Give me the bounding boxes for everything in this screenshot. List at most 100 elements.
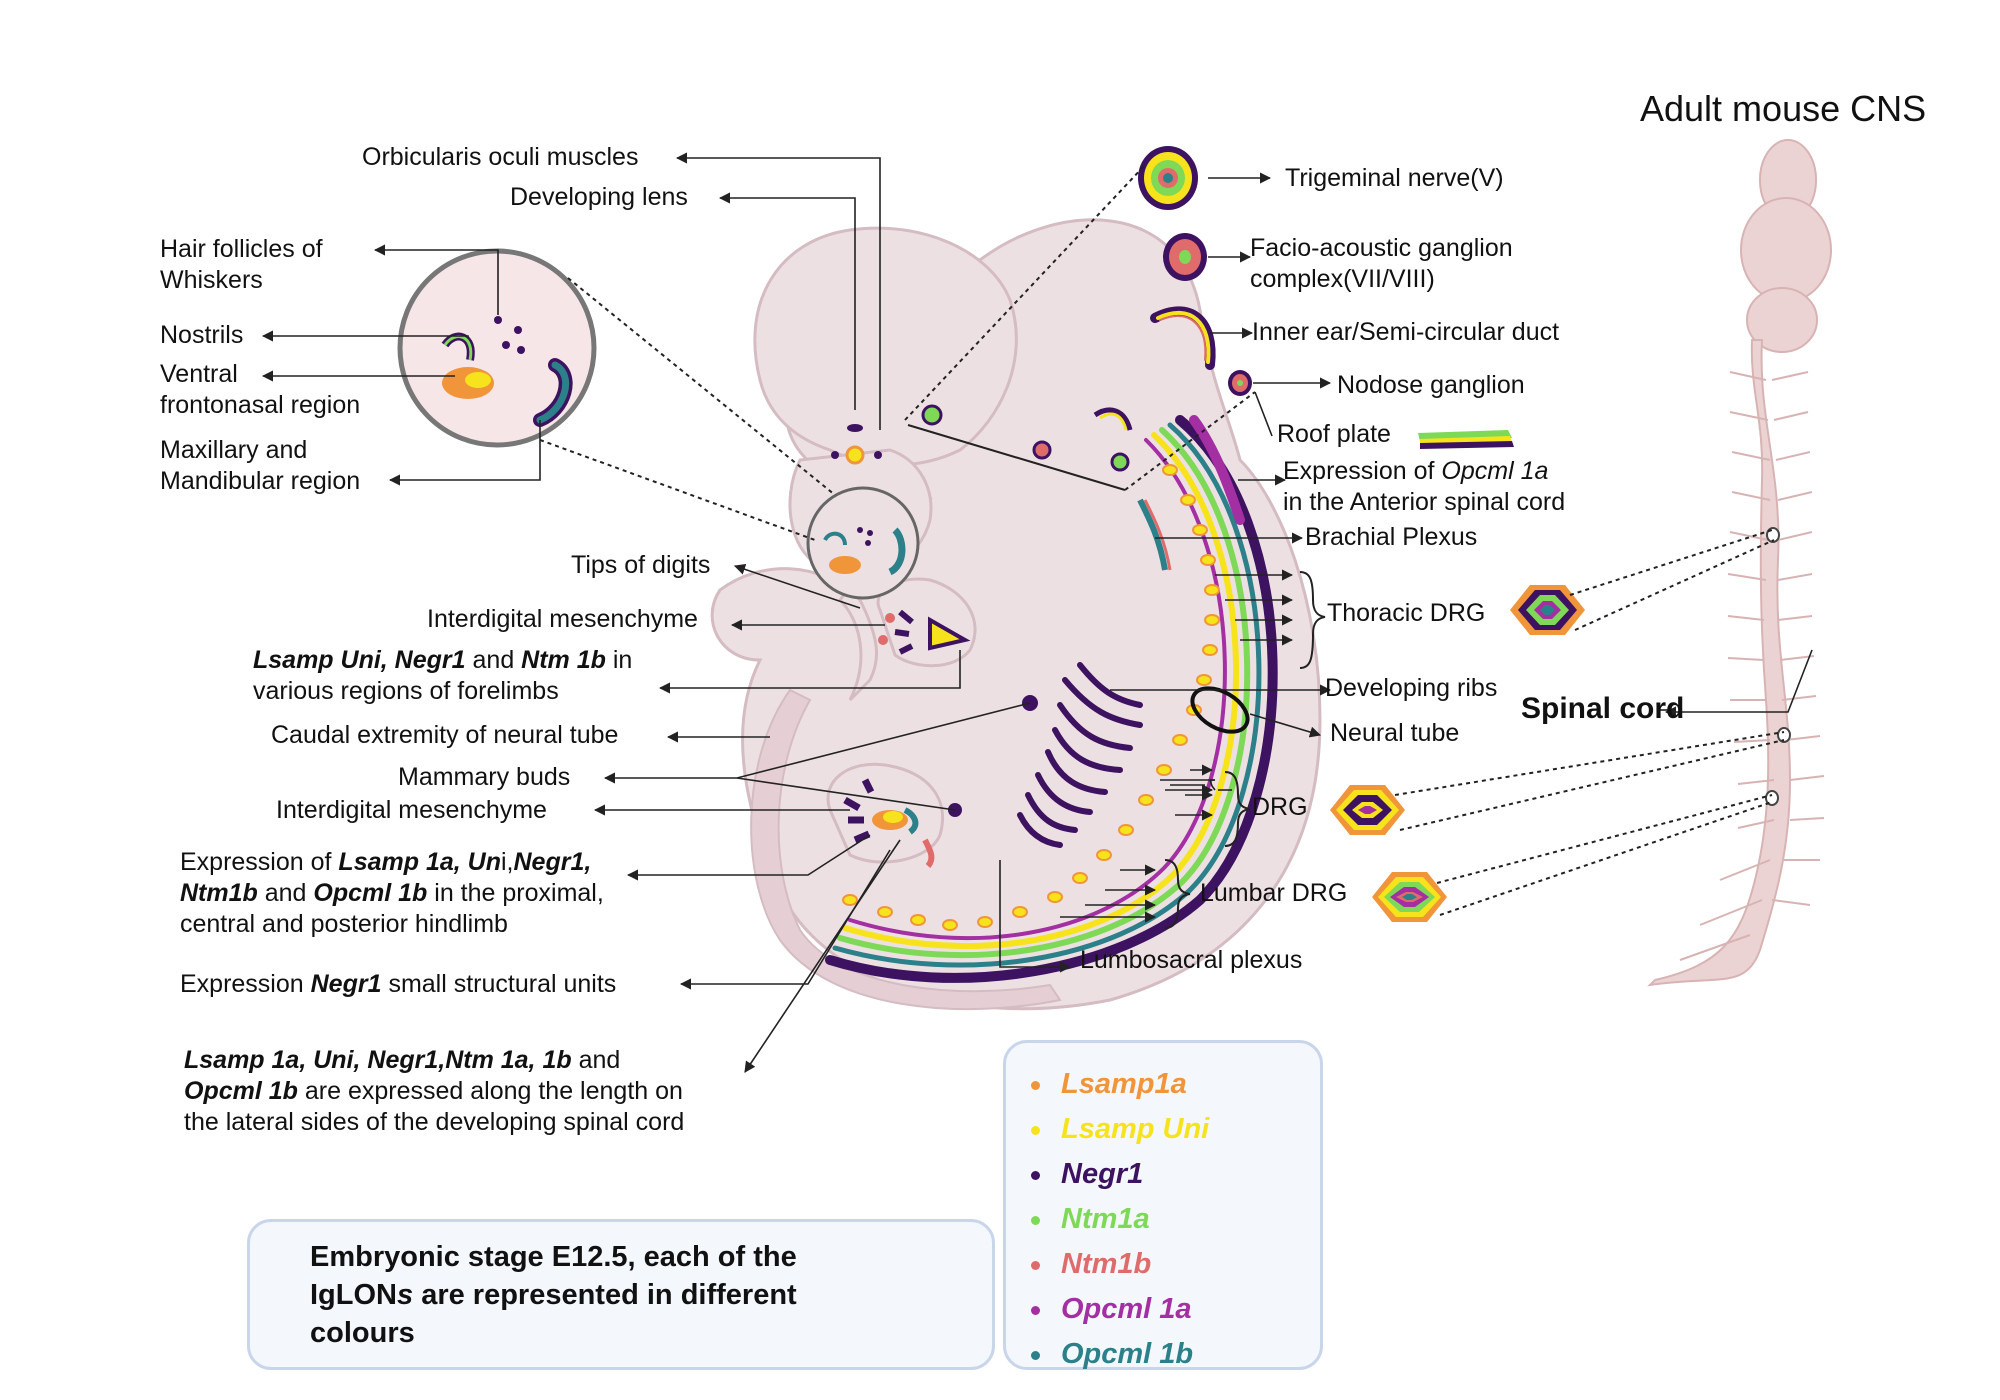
label-lateral-genes-b: Opcml 1b [184,1077,298,1105]
lumbar-drg-icon [1372,872,1447,922]
label-hindlimb-genes-b: Negr1, [513,848,592,876]
label-lumbosacral: Lumbosacral plexus [1080,946,1303,974]
caption-box: Embryonic stage E12.5, each of the IgLON… [247,1219,995,1370]
caption-text: Embryonic stage E12.5, each of the IgLON… [310,1238,940,1352]
label-mammary: Mammary buds [398,763,571,791]
developing-ribs [1017,662,1143,848]
label-forelimb-genes-a: Lsamp Uni, Negr1 [253,646,466,674]
neural-tube-ring [1190,686,1250,734]
legend-label: Ntm1a [1061,1203,1150,1235]
label-lateral-and: and [571,1046,621,1074]
legend-label: Lsamp1a [1061,1068,1187,1100]
bracket-arrows [1060,764,1214,923]
thoracic-drg-icon [1510,585,1585,635]
inner-ear-icon [1150,306,1216,370]
trigeminal-icon [1138,146,1198,210]
legend-label: Lsamp Uni [1061,1113,1210,1145]
label-lateral-text: are expressed along the length on [297,1077,683,1105]
label-tips-digits: Tips of digits [571,551,711,579]
label-hindlimb-tail: in the proximal, [427,879,604,907]
legend: Lsamp1a Lsamp Uni Negr1 Ntm1a Ntm1b Opcm… [1003,1040,1323,1370]
roof-plate-icon [1418,430,1514,449]
label-hindlimb-2: Ntm1b and Opcml 1b in the proximal, [180,878,604,909]
label-developing-ribs: Developing ribs [1325,674,1498,702]
label-forelimb-genes-b: Ntm 1b [521,646,606,674]
face-inset-small [806,486,920,600]
caption-line-1: Embryonic stage E12.5, each of the [310,1241,797,1273]
legend-item: Opcml 1b [1031,1338,1194,1371]
label-thoracic-drg: Thoracic DRG [1327,599,1486,627]
legend-dot [1031,1306,1040,1315]
legend-item: Ntm1b [1031,1248,1151,1281]
label-brachial: Brachial Plexus [1305,523,1478,551]
label-opcml-gene: Opcml 1a [1441,457,1549,485]
label-lens: Developing lens [510,183,688,211]
label-drg: DRG [1252,793,1308,821]
label-trigeminal: Trigeminal nerve(V) [1285,164,1504,192]
label-maxillary-2: Mandibular region [160,467,361,495]
label-negr-units: Expression Negr1 small structural units [180,969,616,1000]
label-lumbar-drg: Lumbar DRG [1200,879,1348,907]
label-hindlimb-1: Expression of Lsamp 1a, Uni,Negr1, [180,847,591,878]
legend-item: Lsamp Uni [1031,1113,1210,1146]
head-features [831,404,1172,571]
label-nostrils: Nostrils [160,321,244,349]
legend-dot [1031,1171,1040,1180]
legend-item: Negr1 [1031,1158,1144,1191]
legend-label: Negr1 [1061,1158,1144,1190]
label-forelimb: Lsamp Uni, Negr1 and Ntm 1b in [253,645,632,676]
label-lateral-1: Lsamp 1a, Uni, Negr1,Ntm 1a, 1b and [184,1045,620,1076]
drg-chain [842,464,1220,931]
legend-item: Opcml 1a [1031,1293,1192,1326]
legend-dot [1031,1261,1040,1270]
label-forelimb-and: and [465,646,522,674]
label-maxillary-1: Maxillary and [160,436,308,464]
curly-braces [1164,571,1326,929]
label-hindlimb-i: i, [500,848,514,876]
legend-dot [1031,1351,1040,1360]
label-facio-2: complex(VII/VIII) [1250,265,1435,293]
label-forelimb-2: various regions of forelimbs [253,677,559,705]
label-hair-1: Hair follicles of [160,235,323,263]
label-hindlimb-genes-c: Ntm1b [180,879,258,907]
caption-line-3: colours [310,1317,415,1349]
spinal-cord-bands [825,415,1278,983]
hindlimb-details [843,695,1038,868]
caption-line-2c: are represented in different [413,1279,797,1311]
label-forelimb-in: in [605,646,633,674]
nodose-icon [1228,370,1252,396]
label-hair-2: Whiskers [160,266,263,294]
label-hindlimb-genes-a: Lsamp 1a, Un [338,848,501,876]
spinal-nerves [1679,371,1825,961]
forelimb-details [878,609,971,655]
label-spinal-cord: Spinal cord [1521,692,1685,725]
label-facio-1: Facio-acoustic ganglion [1250,234,1513,262]
adult-cns [1647,139,1832,987]
label-roof-plate: Roof plate [1277,420,1391,448]
label-hindlimb-prefix: Expression of [180,848,339,876]
label-opcml-1: Expression of Opcml 1a [1283,456,1548,487]
legend-dot [1031,1216,1040,1225]
cns-marker-bottom [1765,790,1779,806]
label-orbicularis: Orbicularis oculi muscles [362,143,639,171]
label-ventral-2: frontonasal region [160,391,361,419]
label-negr-suffix: small structural units [381,970,617,998]
cns-marker-middle [1777,727,1791,743]
dotted-connectors [539,164,1785,916]
label-inner-ear: Inner ear/Semi-circular duct [1252,318,1560,346]
legend-label: Opcml 1b [1061,1338,1194,1370]
drg-icon [1330,785,1405,835]
legend-dot [1031,1126,1040,1135]
caption-line-2b: s [397,1279,414,1311]
arrow-lines [261,152,1813,1073]
label-negr-prefix: Expression [180,970,311,998]
label-hindlimb-3: central and posterior hindlimb [180,910,508,938]
label-interdigital-fore: Interdigital mesenchyme [427,605,698,633]
legend-item: Ntm1a [1031,1203,1150,1236]
label-opcml-prefix: Expression of [1283,457,1442,485]
legend-item: Lsamp1a [1031,1068,1187,1101]
label-caudal: Caudal extremity of neural tube [271,721,619,749]
legend-dot [1031,1081,1040,1090]
